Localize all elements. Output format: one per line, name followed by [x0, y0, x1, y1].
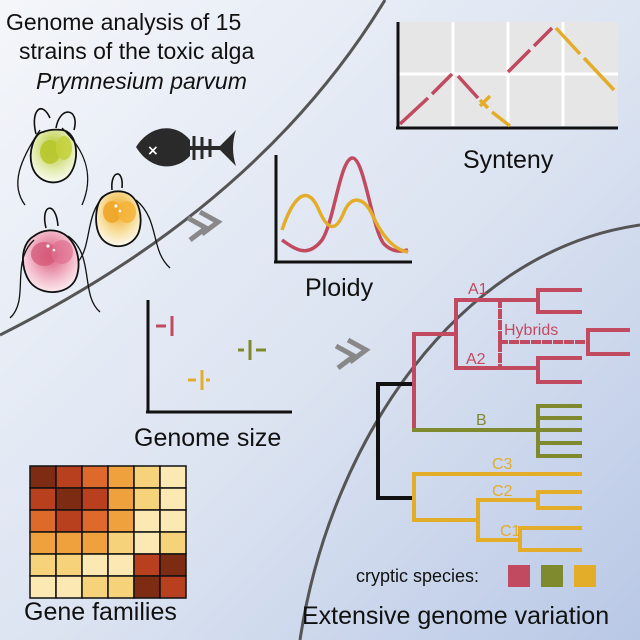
synteny-label: Synteny	[463, 146, 554, 174]
svg-text:×: ×	[147, 143, 159, 159]
heatmap-cell	[81, 531, 109, 555]
heatmap-cell	[133, 509, 161, 533]
divider-arc-top	[0, 0, 387, 337]
heatmap-cell	[55, 575, 83, 599]
clade-a2-label: A2	[466, 351, 486, 368]
heatmap-cell	[81, 465, 109, 489]
heatmap-cell	[29, 575, 57, 599]
heatmap-cell	[107, 465, 135, 489]
algae-cell-icon	[17, 108, 89, 206]
title-line-2: strains of the toxic alga	[19, 38, 254, 64]
chevron-arrow-icon	[186, 209, 223, 242]
algae-cell-icon	[9, 207, 101, 319]
heatmap-cell	[133, 553, 161, 577]
gene-families-heatmap	[29, 465, 187, 599]
heatmap-cell	[107, 553, 135, 577]
legend-label: cryptic species:	[356, 566, 479, 586]
clade-c1-label: C1	[500, 523, 521, 540]
title-line-1: Genome analysis of 15	[6, 9, 241, 35]
heatmap-cell	[55, 487, 83, 511]
heatmap-cell	[159, 465, 187, 489]
heatmap-cell	[133, 487, 161, 511]
heatmap-cell	[29, 553, 57, 577]
algae-cell-icon	[77, 173, 171, 269]
heatmap-cell	[107, 575, 135, 599]
heatmap-cell	[133, 575, 161, 599]
heatmap-cell	[159, 553, 187, 577]
heatmap-cell	[55, 465, 83, 489]
heatmap-cell	[55, 531, 83, 555]
clade-c3-label: C3	[492, 456, 513, 473]
heatmap-cell	[29, 531, 57, 555]
clade-c2-label: C2	[492, 483, 513, 500]
heatmap-cell	[81, 575, 109, 599]
heatmap-cell	[107, 531, 135, 555]
heatmap-cell	[55, 509, 83, 533]
heatmap-cell	[133, 531, 161, 555]
legend-swatch-b	[541, 565, 563, 587]
heatmap-cell	[29, 487, 57, 511]
variation-label: Extensive genome variation	[302, 602, 609, 630]
legend-swatch-c	[574, 565, 596, 587]
chevron-arrow-icon	[334, 337, 371, 370]
hybrids-label: Hybrids	[504, 322, 558, 339]
phylogenetic-tree	[376, 288, 630, 552]
ploidy-label: Ploidy	[305, 274, 374, 302]
heatmap-cell	[159, 487, 187, 511]
genome-size-label: Genome size	[134, 424, 281, 452]
heatmap-cell	[133, 465, 161, 489]
clade-a1-label: A1	[468, 281, 488, 298]
legend-swatch-a	[508, 565, 530, 587]
heatmap-cell	[107, 487, 135, 511]
gene-families-label: Gene families	[24, 598, 177, 626]
clade-b-label: B	[476, 412, 487, 429]
heatmap-cell	[29, 465, 57, 489]
heatmap-cell	[159, 509, 187, 533]
heatmap-cell	[81, 487, 109, 511]
heatmap-cell	[81, 553, 109, 577]
heatmap-cell	[107, 509, 135, 533]
heatmap-cell	[81, 509, 109, 533]
genome-size-plot	[146, 300, 292, 414]
title-line-3: Prymnesium parvum	[36, 68, 247, 94]
heatmap-cell	[159, 575, 187, 599]
synteny-plot	[396, 22, 618, 130]
dead-fish-icon: ×	[136, 128, 236, 167]
ploidy-plot	[274, 155, 412, 264]
heatmap-cell	[159, 531, 187, 555]
heatmap-cell	[29, 509, 57, 533]
heatmap-cell	[55, 553, 83, 577]
